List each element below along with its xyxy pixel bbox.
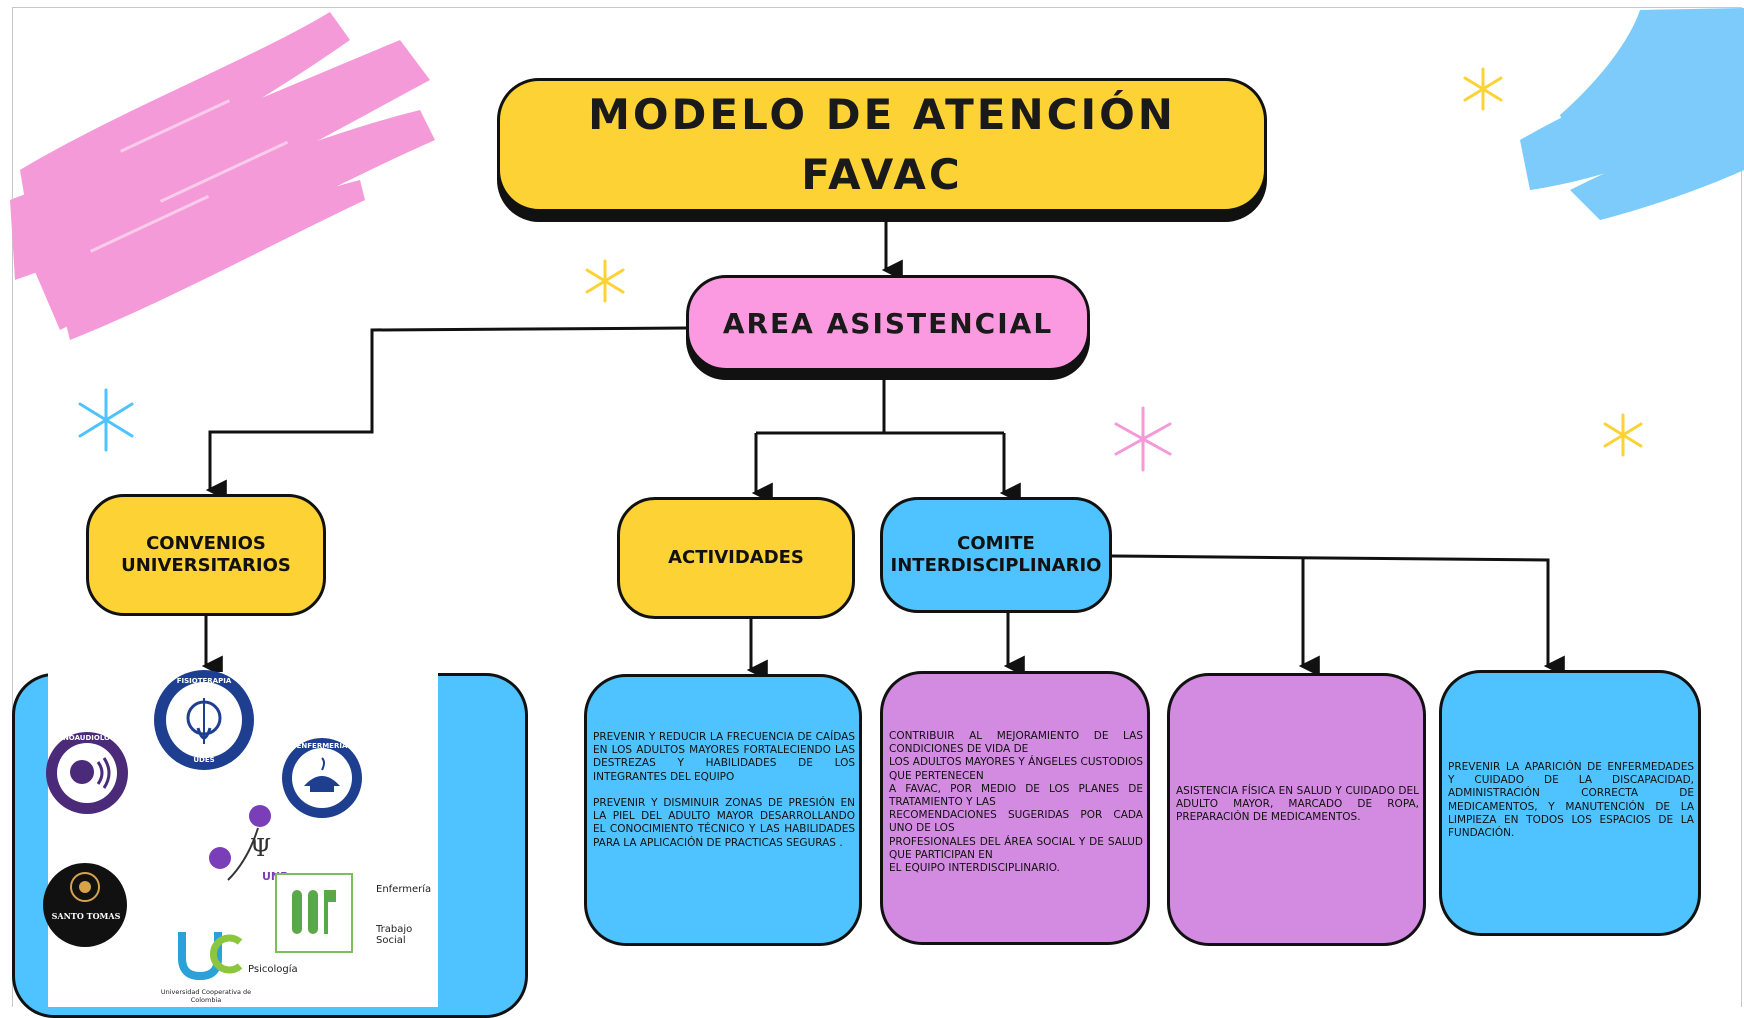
sparkle-icon [78,388,134,452]
area-asistencial-box: AREA ASISTENCIAL [686,275,1090,371]
convenios-line-2: UNIVERSITARIOS [121,555,291,576]
convenios-line-1: CONVENIOS [146,533,266,554]
comite-detail-text-3: PREVENIR LA APARICIÓN DE ENFERMEDADES Y … [1448,761,1694,840]
label-psicologia: Psicología [248,964,298,975]
comite-detail-box-2: ASISTENCIA FÍSICA EN SALUD Y CUIDADO DEL… [1167,673,1426,946]
convenios-logos-panel: FISIOTERAPIA UDES FONOAUDIOLOGIA ENFERME… [43,670,438,1007]
canvas-frame [12,7,1742,1007]
main-title-box: MODELO DE ATENCIÓN FAVAC [497,78,1267,212]
fonoaudiologia-name: FONOAUDIOLOGIA [52,734,124,742]
comite-detail-text-2: ASISTENCIA FÍSICA EN SALUD Y CUIDADO DEL… [1176,785,1419,824]
santo-tomas-logo [43,863,127,947]
pink-paint-splash [10,12,435,340]
sparkle-icon [1114,406,1172,472]
convenios-box: CONVENIOS UNIVERSITARIOS [86,494,326,616]
sparkle-icon [585,259,625,303]
fisioterapia-logo [154,670,254,770]
svg-text:Ψ: Ψ [250,834,271,862]
enfermeria-logo [282,738,362,818]
actividades-label: ACTIVIDADES [668,547,804,568]
fisioterapia-name: FISIOTERAPIA [176,677,232,685]
comite-detail-box-3: PREVENIR LA APARICIÓN DE ENFERMEDADES Y … [1439,670,1701,936]
comite-detail-box-1: CONTRIBUIR AL MEJORAMIENTO DE LAS CONDIC… [880,671,1150,945]
sparkle-icon [1463,67,1503,111]
actividades-detail-box: PREVENIR Y REDUCIR LA FRECUENCIA DE CAÍD… [584,674,862,946]
uis-logo [275,873,353,953]
psicologia-logo: Ψ UNP [209,805,288,883]
santo-tomas-name: SANTO TOMAS [51,911,121,921]
actividades-detail-text: PREVENIR Y REDUCIR LA FRECUENCIA DE CAÍD… [593,731,855,849]
comite-line-1: COMITE [957,533,1035,554]
blue-paint-splash [1520,8,1744,220]
unicoop-logo [178,932,243,981]
unicoop-name: Universidad Cooperativa de Colombia [160,988,252,1004]
label-enfermeria: Enfermería [376,884,432,895]
comite-box: COMITE INTERDISCIPLINARIO [880,497,1112,613]
title-line-1: MODELO DE ATENCIÓN [588,90,1176,139]
udes-name: UDES [193,756,215,764]
actividades-box: ACTIVIDADES [617,497,855,619]
enfermeria-badge-name: ENFERMERIA [296,742,348,750]
comite-detail-text-1: CONTRIBUIR AL MEJORAMIENTO DE LAS CONDIC… [889,730,1143,875]
fonoaudiologia-logo [46,732,128,814]
area-label: AREA ASISTENCIAL [722,306,1054,340]
title-line-2: FAVAC [801,150,963,199]
sparkle-icon [1603,413,1643,457]
label-trabajo-social: Trabajo Social [376,924,413,946]
comite-line-2: INTERDISCIPLINARIO [890,555,1102,576]
